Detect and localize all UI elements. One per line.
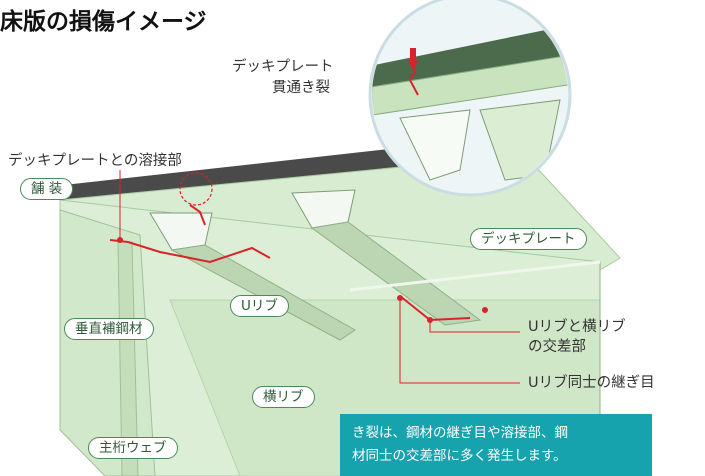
label-deck-crack-line1: デッキプレート	[232, 59, 334, 75]
label-deck-crack-line2: 貫通き裂	[272, 80, 330, 96]
label-u-rib: Uリブ	[230, 295, 289, 317]
note-line1: き裂は、鋼材の継ぎ目や溶接部、鋼	[352, 425, 568, 441]
label-cross-rib: 横リブ	[252, 386, 315, 408]
label-weld: デッキプレートとの溶接部	[8, 153, 182, 169]
label-main-girder-web: 主桁ウェブ	[88, 437, 178, 459]
label-intersection-line1: Uリブと横リブ	[528, 319, 626, 335]
label-intersection-line2: の交差部	[528, 339, 586, 355]
note-box: き裂は、鋼材の継ぎ目や溶接部、鋼 材同士の交差部に多く発生します。	[340, 414, 652, 476]
note-line2: 材同士の交差部に多く発生します。	[352, 448, 567, 464]
crack-u-rib	[189, 204, 206, 226]
crack-weld	[109, 239, 271, 264]
diagram-title: 床版の損傷イメージ	[0, 9, 207, 35]
u-rib-2-side	[310, 221, 482, 326]
label-joint: Uリブ同士の継ぎ目	[528, 375, 655, 391]
weld-highlight	[179, 172, 213, 206]
label-deck-plate: デッキプレート	[470, 228, 587, 250]
label-pavement: 舗 装	[20, 178, 74, 200]
leader-joint	[399, 298, 520, 384]
leader-intersection	[429, 320, 520, 333]
label-vertical-stiffener: 垂直補鋼材	[64, 318, 154, 340]
